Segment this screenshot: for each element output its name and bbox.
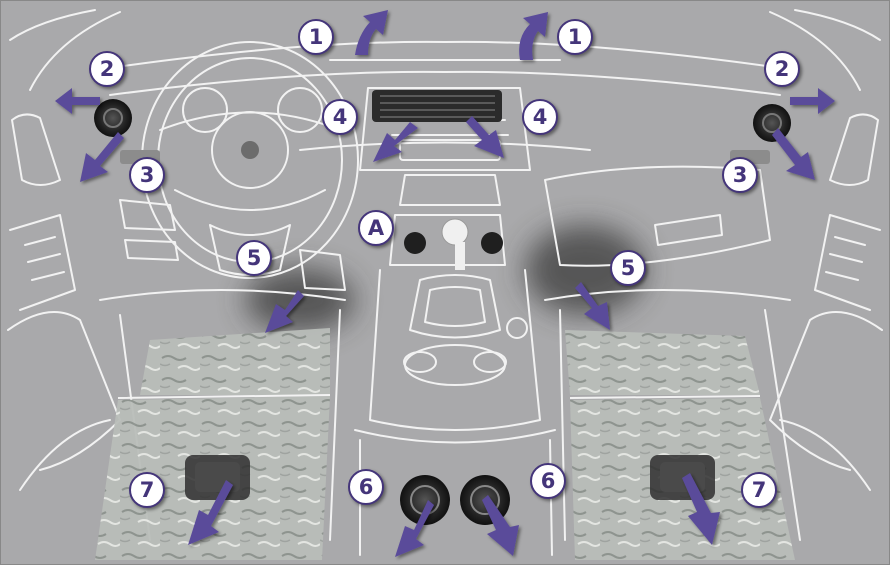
callout-1-right: 1 bbox=[557, 19, 593, 55]
callout-2-right: 2 bbox=[764, 51, 800, 87]
callout-4-right: 4 bbox=[522, 99, 558, 135]
airflow-arrow bbox=[772, 128, 815, 180]
airflow-arrow bbox=[355, 10, 388, 55]
callout-6-right: 6 bbox=[530, 463, 566, 499]
airflow-arrow bbox=[188, 480, 233, 545]
airflow-arrow bbox=[482, 495, 519, 556]
airflow-arrow bbox=[466, 116, 504, 158]
airflow-arrow bbox=[265, 290, 304, 333]
callout-3-right: 3 bbox=[722, 157, 758, 193]
interior-line-art bbox=[7, 9, 883, 556]
airflow-arrows bbox=[55, 10, 835, 557]
steering-wheel-badge bbox=[241, 141, 259, 159]
side-vent-left bbox=[94, 99, 132, 137]
callout-1-left: 1 bbox=[298, 19, 334, 55]
airflow-arrow bbox=[373, 122, 418, 162]
airflow-arrow bbox=[519, 12, 548, 60]
callout-7-left: 7 bbox=[129, 472, 165, 508]
airflow-arrow bbox=[80, 132, 124, 182]
airflow-arrow bbox=[790, 88, 835, 114]
callout-3-left: 3 bbox=[129, 157, 165, 193]
control-knob-right bbox=[481, 232, 503, 254]
callout-7-right: 7 bbox=[741, 472, 777, 508]
central-dash-vent bbox=[372, 90, 502, 122]
callout-2-left: 2 bbox=[89, 51, 125, 87]
airflow-arrow bbox=[55, 88, 100, 114]
control-knob-left bbox=[404, 232, 426, 254]
airflow-arrow bbox=[575, 282, 610, 330]
side-vent-right bbox=[753, 104, 791, 142]
callout-4-left: 4 bbox=[322, 99, 358, 135]
rear-vent-left bbox=[400, 475, 450, 525]
airflow-arrow bbox=[395, 500, 434, 557]
callout-5-left: 5 bbox=[236, 240, 272, 276]
callout-a: A bbox=[358, 210, 394, 246]
airflow-arrow bbox=[682, 473, 720, 545]
callout-5-right: 5 bbox=[610, 250, 646, 286]
callout-6-left: 6 bbox=[348, 469, 384, 505]
